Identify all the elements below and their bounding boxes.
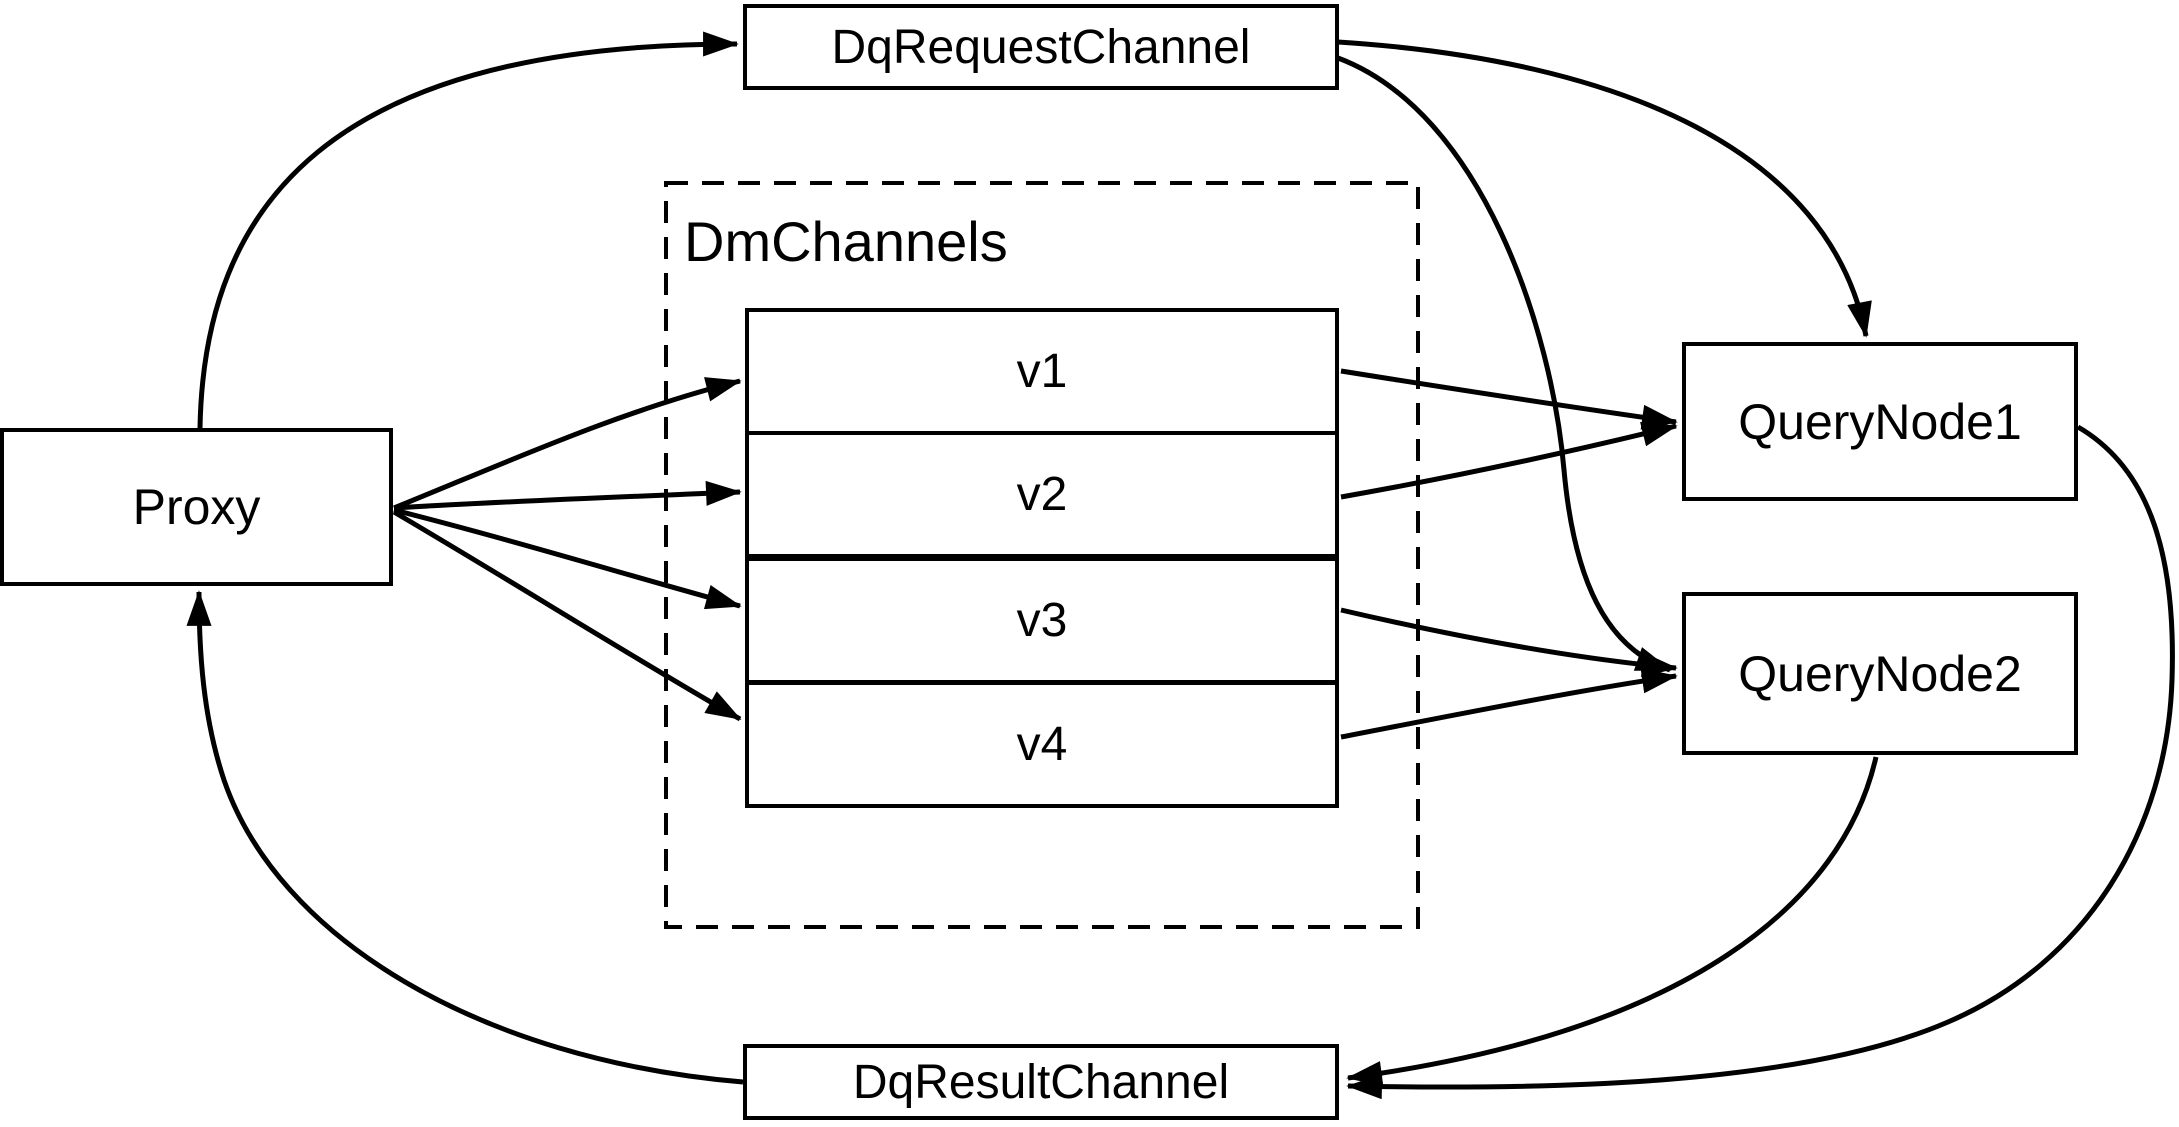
- node-dqrequestchannel-label: DqRequestChannel: [831, 20, 1251, 74]
- edge-v1-to-querynode1: [1340, 368, 1678, 430]
- node-querynode2-label: QueryNode2: [1738, 645, 2022, 702]
- node-proxy: Proxy: [0, 428, 393, 586]
- edge-v3-to-querynode2: [1340, 607, 1678, 678]
- node-proxy-label: Proxy: [132, 479, 261, 535]
- edge-proxy-to-v2: [393, 480, 742, 511]
- edge-proxy-to-v4: [392, 509, 742, 722]
- channel-row-v4: v4: [749, 680, 1335, 804]
- node-dqresultchannel-label: DqResultChannel: [852, 1055, 1230, 1109]
- edge-v2-to-querynode1: [1340, 421, 1678, 500]
- channel-row-v2: v2: [749, 431, 1335, 554]
- edge-proxy-to-dqrequestchannel: [197, 31, 739, 429]
- node-querynode1: QueryNode1: [1682, 342, 2078, 501]
- edge-proxy-to-v3: [393, 507, 742, 610]
- edge-dqresultchannel-to-proxy: [186, 590, 744, 1085]
- edge-querynode1-to-dqresultchannel: [1346, 424, 2175, 1100]
- edge-dqrequestchannel-to-querynode1: [1337, 39, 1872, 338]
- node-dmchannels-table: v1 v2 v3 v4: [745, 308, 1339, 808]
- edge-v4-to-querynode2: [1340, 668, 1678, 740]
- channel-row-v3: v3: [749, 554, 1335, 680]
- channel-row-v1: v1: [1016, 345, 1068, 398]
- dm-channels-group-label: DmChannels: [684, 210, 1008, 273]
- edge-querynode2-to-dqresultchannel: [1346, 756, 1879, 1086]
- node-querynode2: QueryNode2: [1682, 592, 2078, 755]
- node-dqresultchannel: DqResultChannel: [743, 1044, 1339, 1120]
- edge-proxy-to-v1: [393, 377, 742, 511]
- node-dqrequestchannel: DqRequestChannel: [743, 4, 1339, 90]
- node-querynode1-label: QueryNode1: [1738, 393, 2022, 450]
- edge-dqrequestchannel-to-querynode2: [1337, 55, 1672, 673]
